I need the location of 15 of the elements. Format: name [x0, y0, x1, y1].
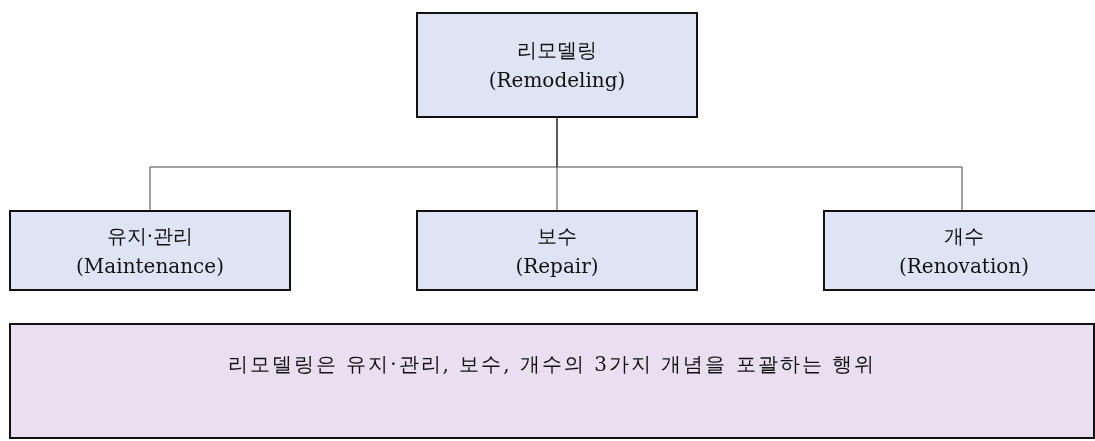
box-label: 보수 [537, 222, 577, 250]
category-box [823, 210, 1095, 291]
box-label: (Maintenance) [76, 252, 224, 280]
box-label: 리모델링 [517, 37, 597, 64]
box-label: 리모델링은 유지·관리, 보수, 개수의 3가지 개념을 포괄하는 행위 [227, 351, 877, 378]
category-box [416, 210, 698, 291]
box-label: (Repair) [515, 252, 599, 280]
box-label: (Renovation) [899, 252, 1029, 280]
concept-box [416, 12, 698, 118]
category-box [9, 210, 291, 291]
connector-line [556, 117, 963, 211]
box-label: 개수 [944, 222, 984, 250]
box-label: (Remodeling) [488, 67, 626, 94]
box-label: 유지·관리 [106, 222, 194, 250]
summary-box [9, 323, 1095, 439]
